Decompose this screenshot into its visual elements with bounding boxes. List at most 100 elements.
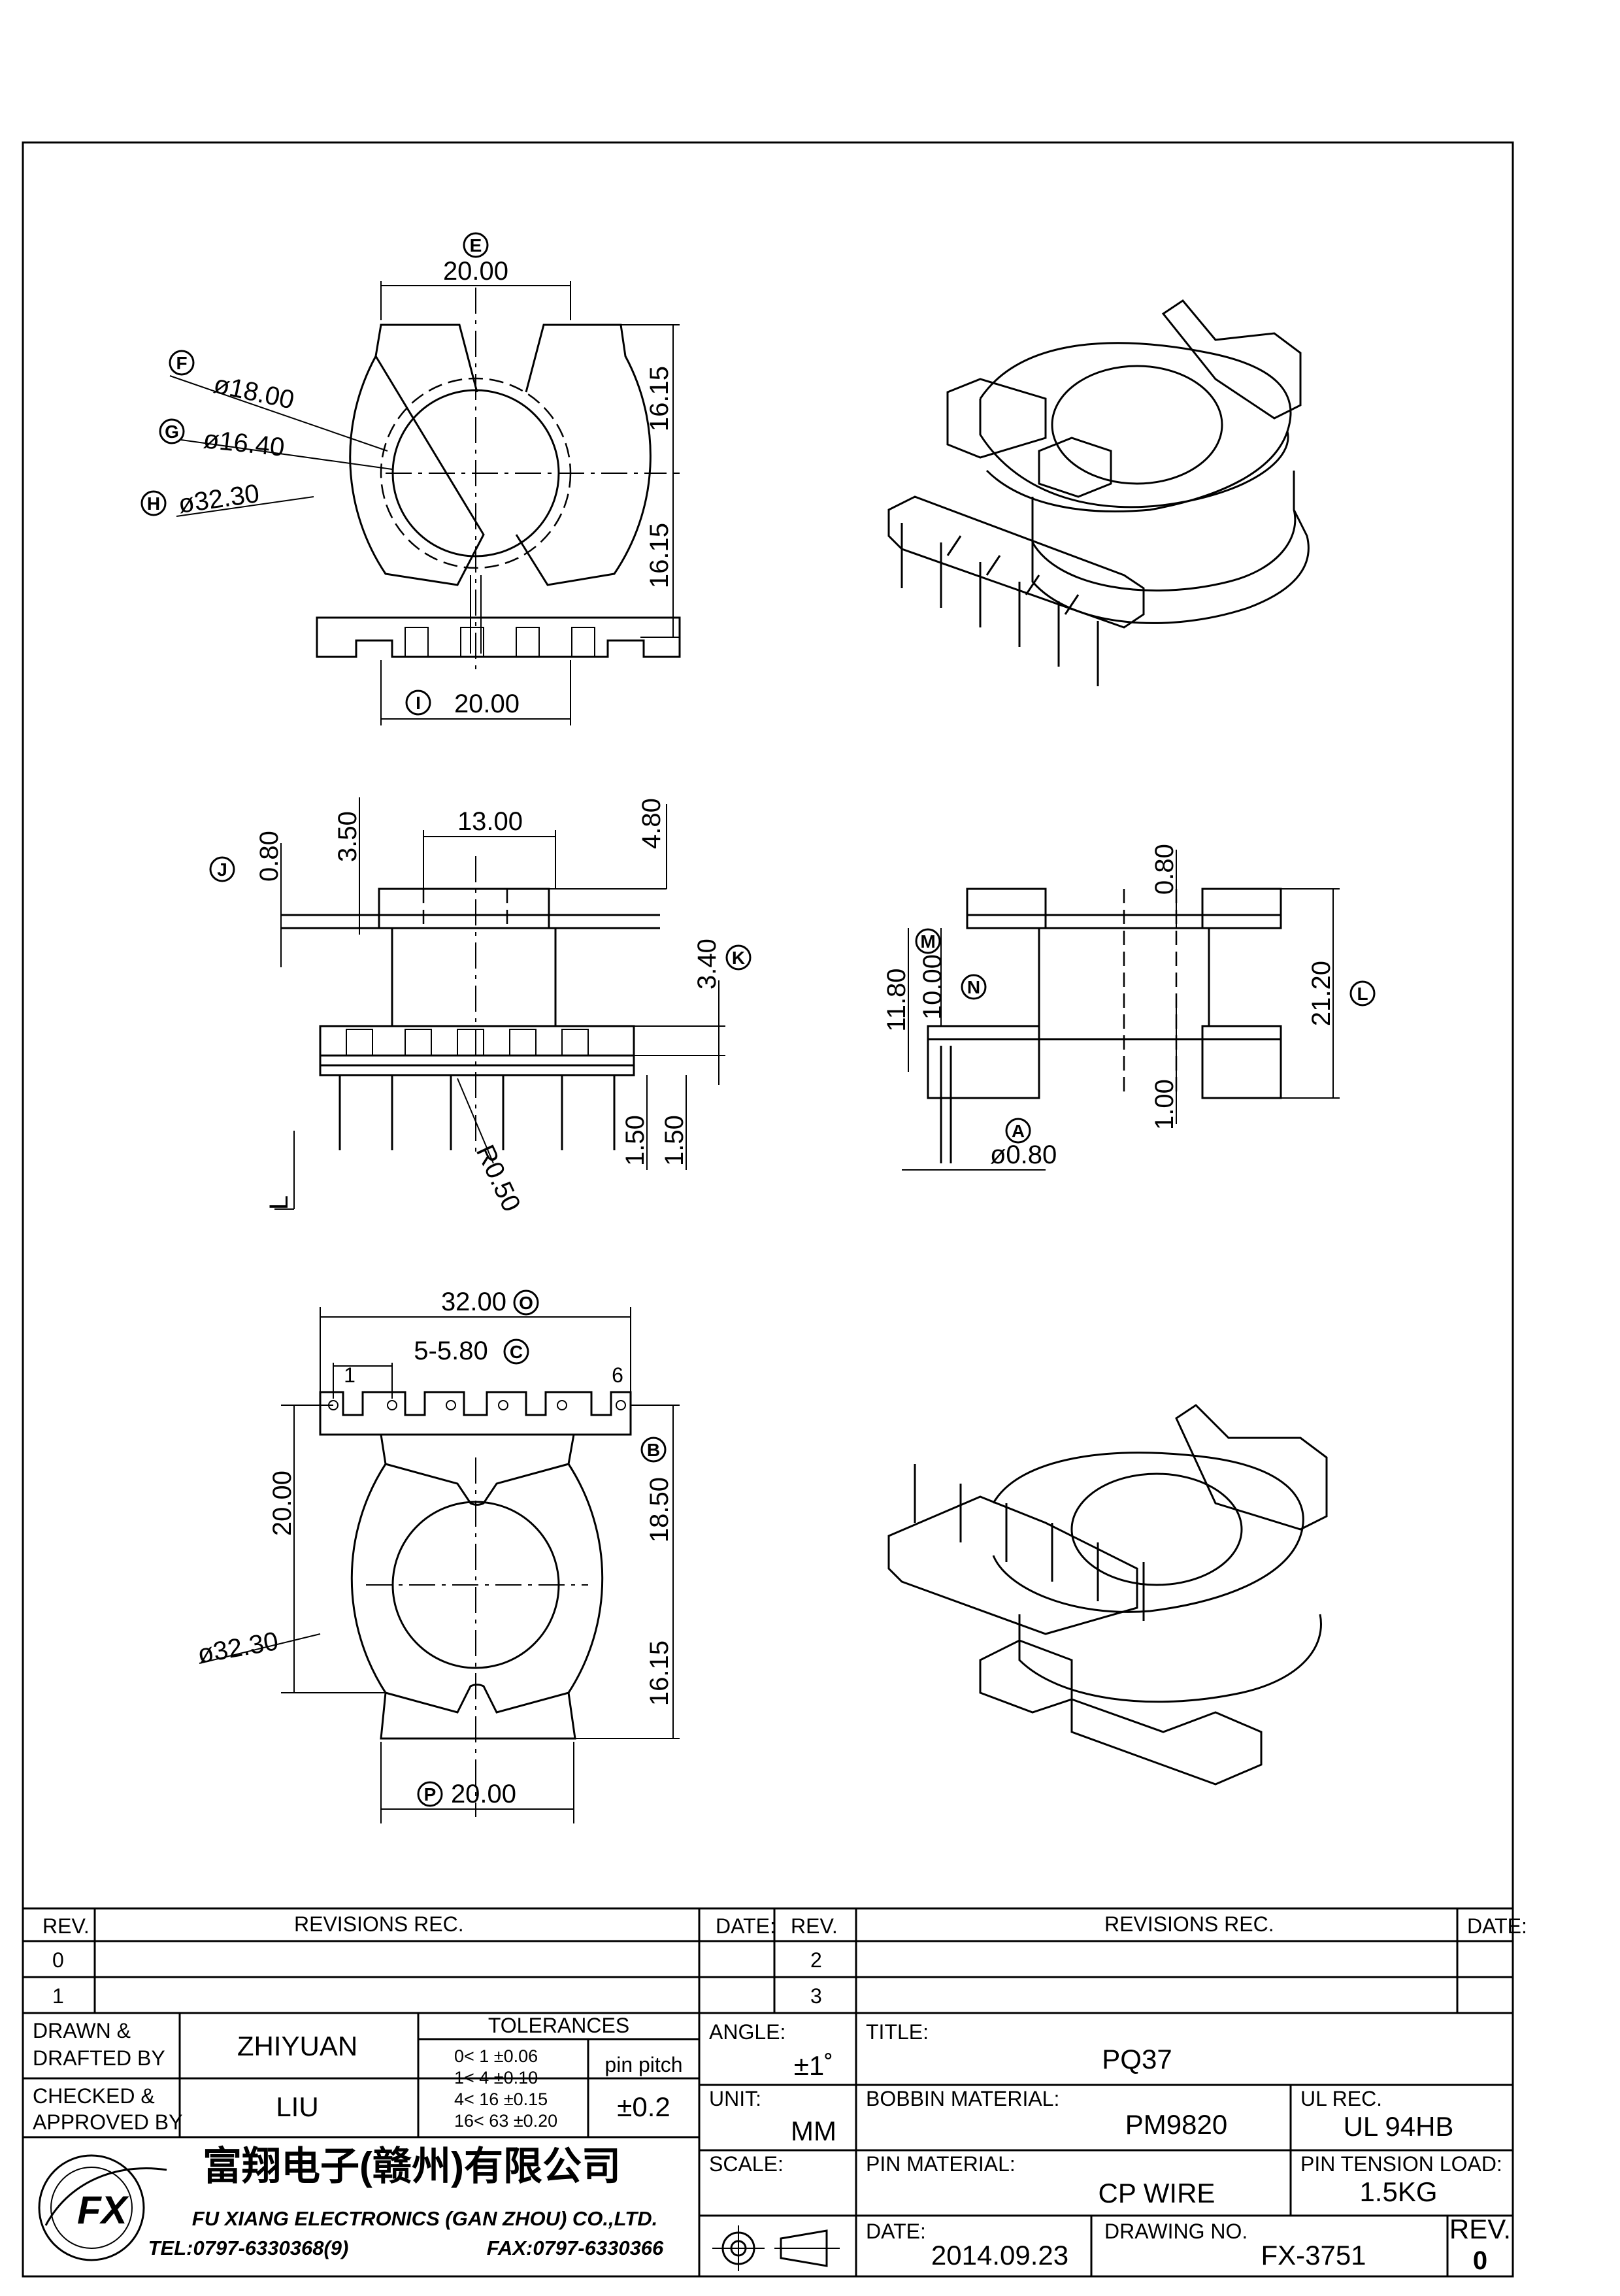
dim-bottom-dia: ø32.30 — [195, 1627, 280, 1669]
svg-text:H: H — [147, 493, 160, 514]
dim-3-50: 3.50 — [333, 811, 362, 862]
pin-pitch-value: ±0.2 — [617, 2091, 670, 2122]
bobbin-material-label: BOBBIN MATERIAL: — [866, 2087, 1059, 2110]
rev-value: 0 — [1473, 2246, 1487, 2275]
rev-label: REV. — [1449, 2214, 1511, 2244]
projection-symbol — [712, 2225, 840, 2271]
pin-tension-value: 1.5KG — [1359, 2176, 1437, 2207]
label-l: L — [1349, 980, 1376, 1007]
svg-text:N: N — [967, 977, 980, 997]
section-view: 0.80 11.80 M 10.00 N 21.20 L 1.00 ø0.80 … — [882, 844, 1376, 1171]
rev-row-0: 0 — [52, 1948, 64, 1972]
svg-text:G: G — [165, 422, 179, 442]
tolerances-title: TOLERANCES — [488, 2014, 629, 2037]
svg-text:O: O — [519, 1293, 533, 1313]
checked-by: LIU — [276, 2091, 318, 2122]
date-label: DATE: — [866, 2220, 926, 2243]
dim-13-00: 13.00 — [457, 807, 523, 836]
unit-value: MM — [791, 2116, 836, 2146]
dim-lower-half: 16.15 — [645, 523, 674, 588]
title-block: REV. REVISIONS REC. DATE: REV. REVISIONS… — [23, 1907, 1527, 2276]
dim-g: ø16.40 — [202, 425, 286, 462]
tolerance-row-1: 0< 1 ±0.06 — [454, 2046, 538, 2066]
label-a: A — [1005, 1118, 1031, 1144]
dim-s-0-80: 0.80 — [1150, 844, 1179, 895]
rev-row-2: 2 — [810, 1948, 822, 1972]
date-header: DATE: — [716, 1914, 776, 1938]
side-view: 3.50 13.00 4.80 0.80 J 3.40 K R0.50 1.50… — [209, 797, 752, 1216]
svg-text:FX: FX — [77, 2188, 130, 2232]
svg-text:C: C — [510, 1342, 523, 1362]
drawn-label-1: DRAWN & — [33, 2019, 131, 2042]
label-o: O — [513, 1289, 539, 1316]
unit-label: UNIT: — [709, 2087, 761, 2110]
svg-text:K: K — [732, 948, 745, 968]
drawing-no-label: DRAWING NO. — [1104, 2220, 1248, 2243]
svg-text:I: I — [416, 693, 421, 713]
pin-material-value: CP WIRE — [1099, 2178, 1215, 2208]
dim-upper-half: 16.15 — [645, 366, 674, 431]
dim-1-50-a: 1.50 — [621, 1115, 650, 1166]
dim-10-00: 10.00 — [918, 954, 947, 1020]
dim-pin-length: L — [265, 1195, 293, 1210]
ul-rec-value: UL 94HB — [1344, 2111, 1454, 2142]
bottom-view: 32.00 O 5-5.80 C 1 6 20.00 18.50 16.15 B… — [195, 1288, 680, 1823]
label-c: C — [503, 1339, 529, 1365]
rev-header-2: REV. — [791, 1914, 838, 1938]
label-f: F — [169, 350, 195, 376]
date-header-2: DATE: — [1467, 1914, 1527, 1938]
label-i: I — [405, 690, 431, 716]
pin-6-label: 6 — [612, 1363, 623, 1387]
pin-tension-label: PIN TENSION LOAD: — [1300, 2152, 1502, 2176]
rev-row-1: 1 — [52, 1984, 64, 2008]
revisions-header-2: REVISIONS REC. — [1104, 1912, 1274, 1936]
isometric-view-bottom — [887, 1404, 1328, 1786]
dim-f: ø18.00 — [211, 370, 297, 415]
dim-1-50-b: 1.50 — [660, 1115, 689, 1166]
dim-1-00: 1.00 — [1150, 1079, 1179, 1130]
label-b: B — [640, 1437, 667, 1463]
dim-20-00: 20.00 — [268, 1471, 297, 1536]
title-value: PQ37 — [1102, 2044, 1172, 2074]
dim-3-40: 3.40 — [693, 939, 721, 990]
company-fax: FAX:0797-6330366 — [487, 2237, 664, 2259]
dim-pitch: 5-5.80 — [414, 1337, 488, 1365]
dim-bottom-width-2: 20.00 — [451, 1780, 516, 1808]
ul-rec-label: UL REC. — [1300, 2087, 1382, 2110]
label-e: E — [463, 232, 489, 258]
dim-18-50: 18.50 — [645, 1477, 674, 1542]
drawn-by: ZHIYUAN — [237, 2031, 357, 2061]
label-n: N — [961, 974, 987, 1000]
svg-text:B: B — [647, 1440, 660, 1460]
title-label: TITLE: — [866, 2020, 929, 2044]
label-j: J — [209, 856, 235, 882]
rev-row-3: 3 — [810, 1984, 822, 2008]
angle-value: ±1˚ — [794, 2050, 833, 2081]
bobbin-material-value: PM9820 — [1125, 2109, 1227, 2140]
label-m: M — [915, 928, 941, 954]
dim-16-15: 16.15 — [645, 1640, 674, 1706]
drawing-no-value: FX-3751 — [1261, 2240, 1366, 2271]
isometric-view-top — [887, 299, 1310, 686]
tolerance-row-3: 4< 16 ±0.15 — [454, 2089, 548, 2109]
pin-pitch-label: pin pitch — [604, 2053, 682, 2076]
svg-text:E: E — [470, 235, 482, 256]
label-g: G — [159, 418, 185, 444]
date-value: 2014.09.23 — [931, 2240, 1068, 2271]
scale-label: SCALE: — [709, 2152, 784, 2176]
svg-text:F: F — [176, 353, 187, 373]
checked-label-1: CHECKED & — [33, 2084, 155, 2108]
svg-text:J: J — [217, 859, 227, 880]
checked-label-2: APPROVED BY — [33, 2110, 182, 2134]
svg-text:M: M — [920, 931, 935, 952]
dim-r0-50: R0.50 — [471, 1140, 526, 1216]
dim-4-80: 4.80 — [637, 798, 666, 849]
label-h: H — [141, 490, 167, 516]
company-name-cn: 富翔电子(赣州)有限公司 — [203, 2144, 621, 2188]
dim-0-80: 0.80 — [255, 831, 284, 882]
top-view: 20.00 E ø18.00 F ø16.40 G ø32.30 H 16.15… — [141, 232, 681, 725]
dim-bottom-width: 20.00 — [454, 690, 520, 718]
pin-material-label: PIN MATERIAL: — [866, 2152, 1016, 2176]
